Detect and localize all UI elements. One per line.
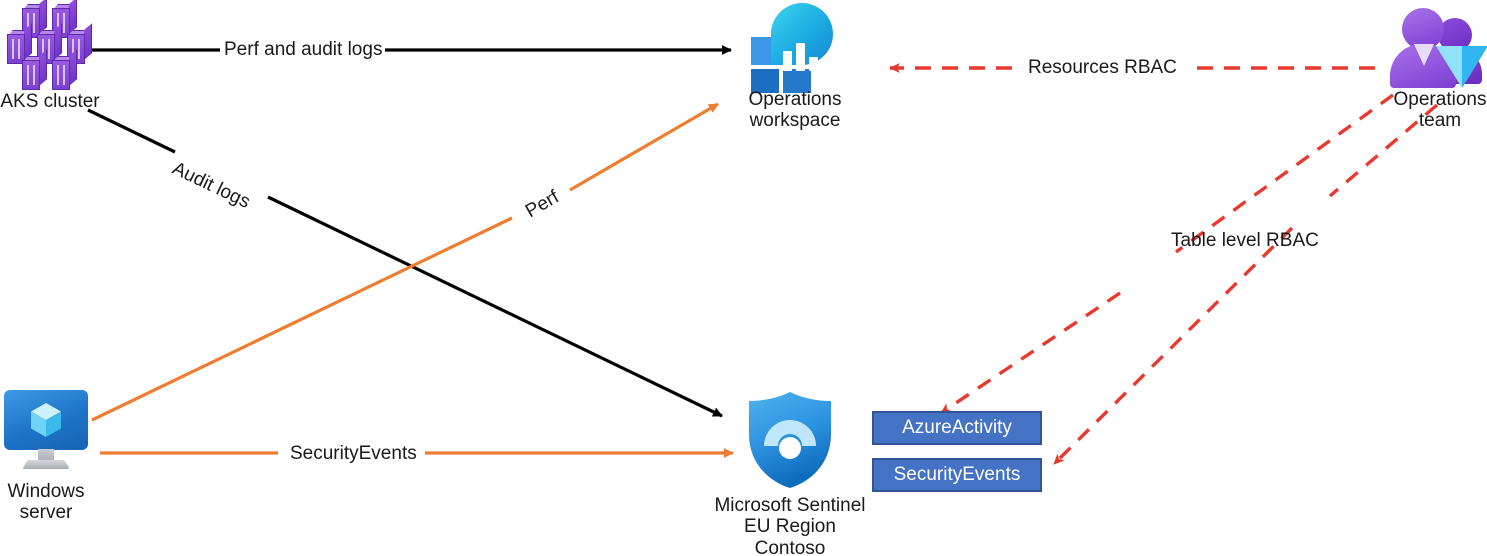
log-analytics-workspace-icon xyxy=(745,3,841,93)
operations-workspace-label: Operations workspace xyxy=(748,89,842,132)
edge-table-level-rbac-securityevents xyxy=(1052,103,1439,466)
windows-server-label: Windows server xyxy=(7,481,85,524)
aks-cluster-icon xyxy=(4,0,94,90)
table-box-azureactivity[interactable]: AzureActivity xyxy=(872,411,1042,445)
edge-label-perf: Perf xyxy=(522,186,563,223)
windows-server-icon xyxy=(0,390,92,474)
edge-label-audit-logs: Audit logs xyxy=(168,158,254,213)
edge-table-level-rbac-azureactivity xyxy=(940,93,1394,415)
edge-audit-logs xyxy=(87,108,723,418)
edge-label-security-events: SecurityEvents xyxy=(290,443,417,464)
microsoft-sentinel-label: Microsoft Sentinel EU Region Contoso xyxy=(714,495,866,556)
operations-team-label: Operations team xyxy=(1393,89,1487,132)
edge-label-resources-rbac: Resources RBAC xyxy=(1028,57,1177,78)
users-group-icon xyxy=(1388,2,1487,90)
aks-cluster-label: AKS cluster xyxy=(0,91,100,112)
table-box-securityevents[interactable]: SecurityEvents xyxy=(872,458,1042,492)
edge-perf xyxy=(91,102,719,422)
microsoft-sentinel-shield-icon xyxy=(742,390,838,490)
table-box-label: SecurityEvents xyxy=(893,464,1021,485)
vm-cube-glyph xyxy=(31,403,61,437)
table-box-label: AzureActivity xyxy=(902,417,1012,438)
edge-label-table-level-rbac: Table level RBAC xyxy=(1171,230,1319,251)
edge-label-perf-and-audit-logs: Perf and audit logs xyxy=(224,39,383,60)
